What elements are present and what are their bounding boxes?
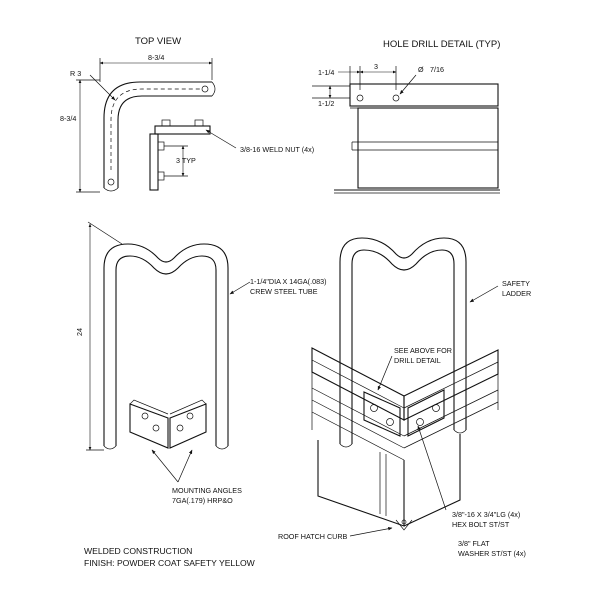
mounting-angle-right bbox=[169, 403, 207, 449]
hole-detail-title: HOLE DRILL DETAIL (TYP) bbox=[383, 39, 500, 50]
spacing-label: 3 TYP bbox=[176, 156, 196, 165]
safety-ladder-line1: SAFETY bbox=[502, 279, 530, 288]
see-above-line2: DRILL DETAIL bbox=[394, 356, 441, 365]
hole-dia-label: 7/16 bbox=[430, 65, 444, 74]
top-view: TOP VIEW 8-3/4 R 3 8-3/4 3 T bbox=[60, 36, 314, 193]
washer-spec-line2: WASHER ST/ST (4x) bbox=[458, 549, 526, 558]
mounting-angle-top bbox=[154, 125, 211, 135]
washer-spec-line1: 3/8" FLAT bbox=[458, 539, 490, 548]
mounting-angle-left bbox=[129, 403, 169, 449]
mounting-angle-side bbox=[149, 133, 159, 191]
tube-inner-edge bbox=[117, 95, 212, 188]
hole-spacing-label: 3 bbox=[374, 62, 378, 71]
mounting-angles-line2: 7GA(.179) HRP&O bbox=[172, 496, 233, 505]
height-label: 24 bbox=[75, 328, 84, 336]
drill-hole-2 bbox=[392, 94, 400, 102]
safety-ladder-line2: LADDER bbox=[502, 289, 531, 298]
note-finish: FINISH: POWDER COAT SAFETY YELLOW bbox=[84, 558, 256, 568]
tube-spec-line1: 1-1/4"DIA X 14GA(.083) bbox=[250, 277, 326, 286]
depth-dimension-label: 8-3/4 bbox=[60, 114, 76, 123]
drill-hole-1 bbox=[356, 94, 364, 102]
radius-label: R 3 bbox=[70, 69, 81, 78]
curb-body bbox=[357, 107, 499, 189]
iso-view: SAFETY LADDER SEE ABOVE FOR DRILL DETAIL… bbox=[278, 237, 531, 558]
general-notes: WELDED CONSTRUCTION FINISH: POWDER COAT … bbox=[84, 546, 256, 568]
ladder-tube-outer bbox=[103, 243, 229, 446]
tube-outer-edge bbox=[103, 81, 212, 188]
weld-nut-label: 3/8-16 WELD NUT (4x) bbox=[240, 145, 314, 154]
side-view: 24 1-1/4"DIA X 14GA(.083) CREW STEEL TUB… bbox=[75, 221, 326, 505]
top-view-title: TOP VIEW bbox=[135, 36, 181, 47]
bolt-spec-line2: HEX BOLT ST/ST bbox=[452, 520, 510, 529]
mounting-angles-line1: MOUNTING ANGLES bbox=[172, 486, 242, 495]
iso-ladder-tube-inner bbox=[351, 249, 455, 444]
ladder-tube-inner bbox=[115, 255, 217, 446]
curb-body-left bbox=[317, 440, 405, 527]
note-construction: WELDED CONSTRUCTION bbox=[84, 546, 192, 556]
roof-hatch-curb-label: ROOF HATCH CURB bbox=[278, 532, 348, 541]
hole-drill-detail: HOLE DRILL DETAIL (TYP) 1-1/4 3 Ø 7/16 1… bbox=[312, 39, 500, 194]
bolt-spec-line1: 3/8"-16 X 3/4"LG (4x) bbox=[452, 510, 520, 519]
angle-flange bbox=[349, 83, 499, 107]
see-above-line1: SEE ABOVE FOR bbox=[394, 346, 452, 355]
edge-offset-label: 1-1/4 bbox=[318, 68, 334, 77]
vertical-offset-label: 1-1/2 bbox=[318, 99, 334, 108]
iso-mounting-angle-right bbox=[407, 389, 445, 437]
tube-spec-line2: CREW STEEL TUBE bbox=[250, 287, 318, 296]
hole-dia-symbol: Ø bbox=[418, 65, 424, 74]
iso-ladder-tube-outer bbox=[339, 237, 467, 444]
iso-mounting-angle-left bbox=[363, 391, 401, 437]
width-dimension-label: 8-3/4 bbox=[148, 53, 164, 62]
